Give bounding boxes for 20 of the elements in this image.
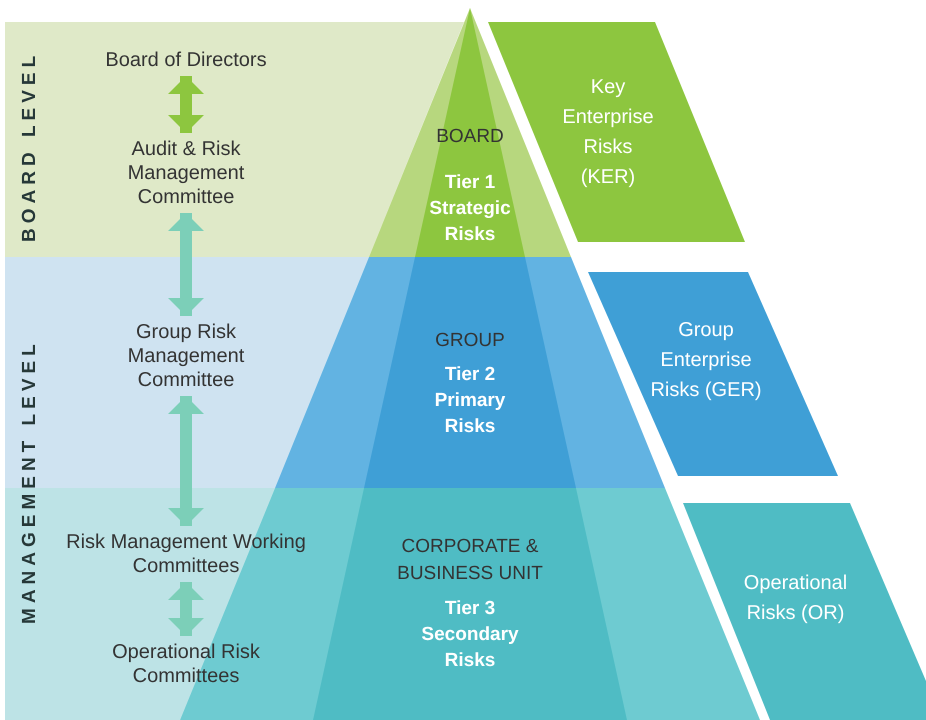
double-arrow	[168, 76, 204, 133]
level-label: BOARD LEVEL	[19, 52, 41, 242]
double-arrow	[168, 213, 204, 316]
committee-label: Audit & Risk Management Committee	[90, 137, 282, 209]
committee-label: Group Risk Management Committee	[80, 320, 292, 392]
tier-risk-label: Tier 2 Primary Risks	[434, 363, 506, 439]
committee-label: Board of Directors	[80, 48, 292, 72]
risk-category-label: Key Enterprise Risks (KER)	[561, 75, 655, 190]
risk-category-label: Group Enterprise Risks (GER)	[650, 318, 762, 403]
tier-name: GROUP	[434, 329, 506, 353]
double-arrow	[168, 396, 204, 526]
tier-risk-label: Tier 1 Strategic Risks	[428, 171, 512, 247]
tier-name: CORPORATE & BUSINESS UNIT	[396, 535, 544, 586]
tier-risk-label: Tier 3 Secondary Risks	[420, 597, 520, 673]
risk-category-label: Operational Risks (OR)	[742, 571, 848, 626]
committee-label: Risk Management Working Committees	[65, 530, 307, 578]
level-label: MANAGEMENT LEVEL	[19, 338, 41, 626]
committee-label: Operational Risk Committees	[85, 640, 287, 688]
double-arrow	[168, 582, 204, 636]
tier-name: BOARD	[435, 125, 505, 149]
